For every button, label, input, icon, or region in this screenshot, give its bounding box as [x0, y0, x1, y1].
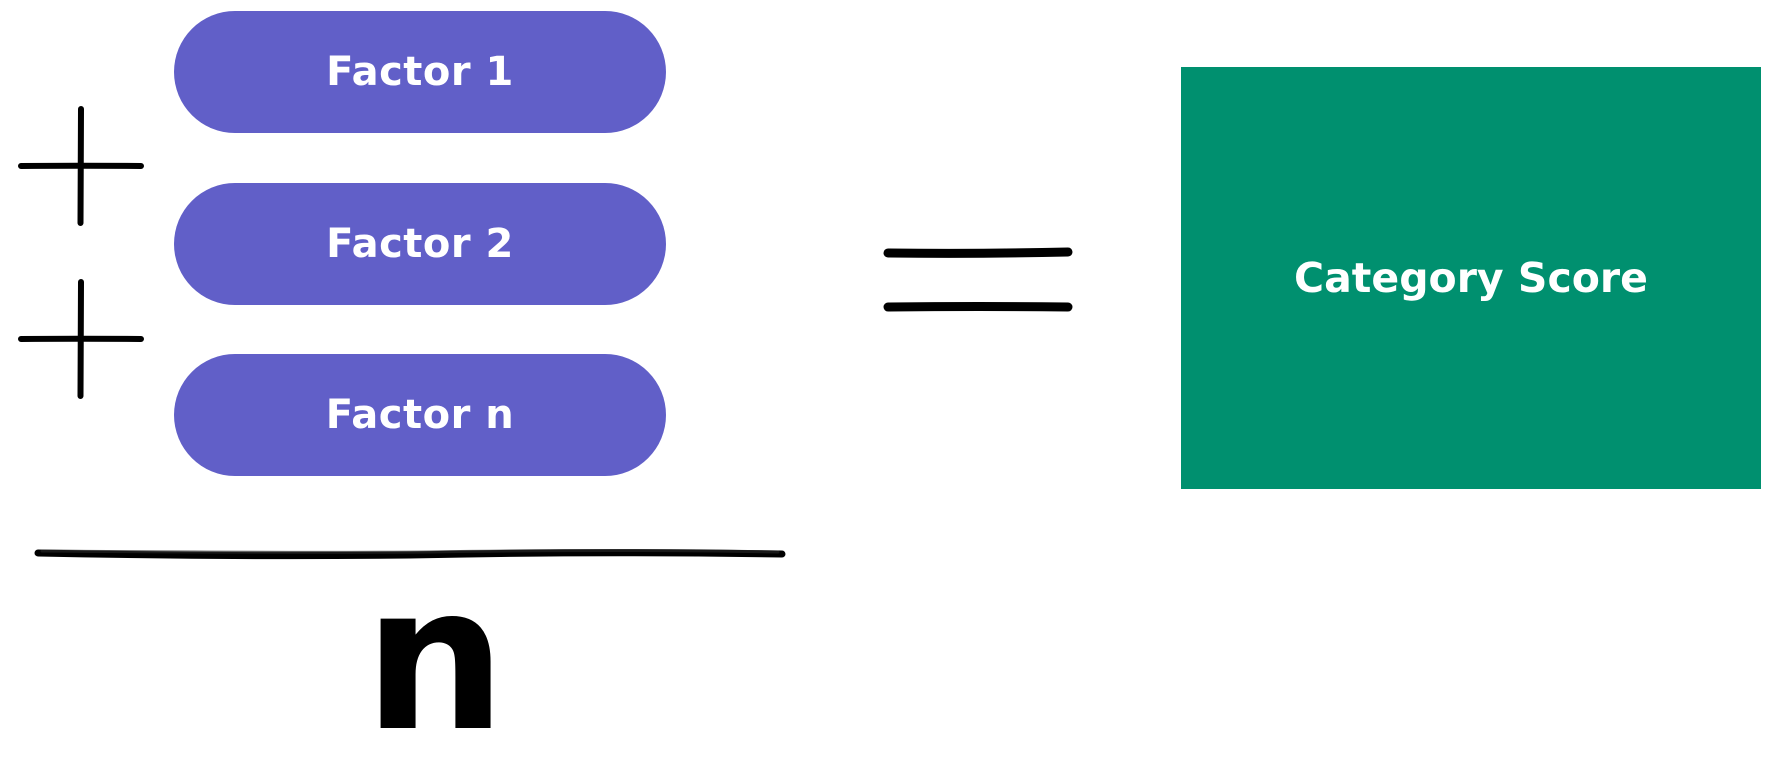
category-score-label: Category Score: [1294, 254, 1648, 302]
factor-1-label: Factor 1: [326, 49, 514, 95]
factor-2-label: Factor 2: [326, 221, 514, 267]
factor-1-pill: Factor 1: [174, 11, 666, 133]
denominator: n: [363, 543, 507, 776]
category-score-box: Category Score: [1181, 67, 1761, 489]
equals-icon: [883, 247, 1073, 312]
factor-2-pill: Factor 2: [174, 183, 666, 305]
factor-n-label: Factor n: [325, 392, 515, 438]
fraction-bar: [34, 549, 786, 560]
factor-n-pill: Factor n: [174, 354, 666, 476]
plus-icon: [18, 106, 144, 226]
plus-icon: [18, 279, 144, 399]
